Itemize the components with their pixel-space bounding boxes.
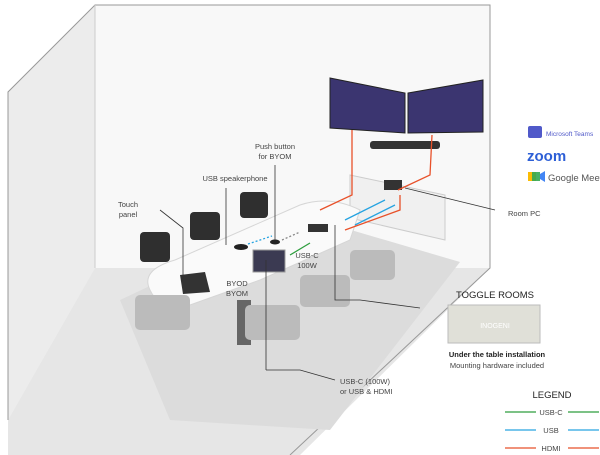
toggle-rooms-panel: TOGGLE ROOMS INOGENI Under the table ins…	[447, 290, 546, 370]
usb-cable-speakerphone	[247, 235, 273, 245]
usb-cable-2	[354, 204, 396, 226]
hdmi-cable-3	[397, 134, 433, 191]
toggle-rooms-title: TOGGLE ROOMS	[456, 290, 534, 301]
legend-label-usb: USB	[543, 426, 558, 435]
legend-label-usbc: USB-C	[539, 408, 563, 417]
touch-panel-label-line1: Touch	[118, 200, 138, 209]
button-cable	[281, 231, 301, 241]
room-pc	[384, 180, 402, 190]
bottom-cable-label-line2: or USB & HDMI	[340, 387, 393, 396]
laptop	[252, 249, 286, 273]
toggle-brand: INOGENI	[480, 323, 510, 330]
legend: LEGEND USB-C USB HDMI	[505, 390, 599, 453]
google-meet-icon	[528, 171, 545, 182]
google-meet-label: Google Meet	[548, 173, 600, 184]
byod-label-line2: BYOM	[226, 289, 248, 298]
touch-panel-label-line2: panel	[119, 210, 138, 219]
video-bar	[370, 141, 440, 149]
platform-logos: Microsoft Teams zoom Google Meet	[527, 126, 600, 184]
toggle-device-image	[447, 304, 541, 344]
teams-icon	[528, 126, 542, 138]
legend-item-hdmi: HDMI	[505, 444, 599, 453]
speakerphone	[234, 244, 248, 250]
dual-displays	[329, 77, 484, 149]
legend-item-usbc: USB-C	[505, 408, 599, 417]
usbc-label-line2: 100W	[297, 261, 318, 270]
leader-lines	[159, 165, 496, 381]
usbc-label-line1: USB-C	[295, 251, 319, 260]
chairs	[135, 192, 395, 340]
usb-speakerphone-label: USB speakerphone	[202, 174, 267, 183]
push-button-label-line1: Push button	[255, 142, 295, 151]
zoom-logo: zoom	[527, 148, 566, 165]
byom-device	[308, 224, 328, 232]
legend-title: LEGEND	[532, 390, 571, 401]
push-button	[270, 239, 280, 245]
legend-label-hdmi: HDMI	[541, 444, 560, 453]
usbc-cable	[289, 242, 311, 256]
legend-item-usb: USB	[505, 426, 599, 435]
hdmi-cable-2	[344, 195, 401, 231]
toggle-caption-bold: Under the table installation	[449, 350, 546, 359]
bottom-cable-label-line1: USB-C (100W)	[340, 377, 391, 386]
usb-cable-1	[344, 199, 386, 221]
teams-label: Microsoft Teams	[546, 131, 594, 138]
hdmi-cable-1	[319, 130, 353, 211]
credenza	[349, 174, 446, 241]
push-button-label-line2: for BYOM	[259, 152, 292, 161]
toggle-caption: Mounting hardware included	[450, 361, 544, 370]
touch-panel	[180, 272, 210, 294]
byod-label-line1: BYOD	[226, 279, 248, 288]
room-pc-label: Room PC	[508, 209, 541, 218]
cables	[247, 130, 433, 256]
